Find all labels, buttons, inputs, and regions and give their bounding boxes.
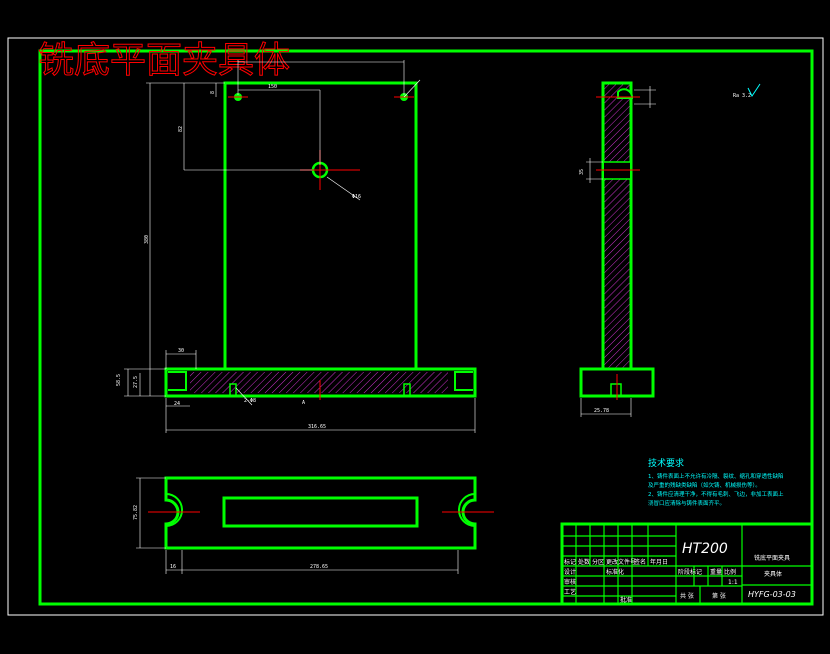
tb-material: HT200 [682, 541, 728, 557]
side-dimension-lines [580, 86, 656, 417]
dim-front-holes: 2-Φ8 [244, 398, 256, 404]
tb-sheet-no: 第 张 [712, 592, 726, 600]
tb-row-label-6: 年月日 [650, 558, 668, 566]
top-left-ear [165, 493, 183, 527]
dim-front-width: 316.65 [308, 424, 326, 430]
drawing-border [38, 49, 814, 606]
title-block: 标记 处数 分区 更改文件号 签名 年月日 设计 标准化 阶段标记 重量 比例 … [560, 522, 814, 606]
tb-weight-label: 重量 [710, 568, 722, 576]
top-right-ear [458, 493, 476, 527]
notes-line-4: 浇冒口应清除与铸件表面齐平。 [648, 499, 725, 507]
notes-line-2: 及严重的残缺类缺陷（如欠铸、机械损伤等）。 [648, 481, 761, 489]
dim-side-width: 25.78 [594, 408, 609, 414]
dim-front-center-hole: Φ16 [352, 194, 361, 200]
tb-row-label-3: 分区 [592, 558, 604, 566]
dim-top-height: 75.82 [133, 505, 139, 520]
dim-top-slot-length: 278.65 [310, 564, 328, 570]
notes-heading: 技术要求 [648, 457, 684, 469]
front-view: 316.65 24 30 58.5 27.5 2-Φ8 Φ16 380 82 8… [116, 60, 477, 433]
front-dimension-lines [124, 60, 476, 433]
front-left-slot [168, 371, 187, 391]
tb-stage-label: 阶段标记 [678, 568, 702, 576]
notes-line-1: 1、铸件表面上不允许有冷隔、裂纹、缩孔和穿透性缺陷 [648, 472, 784, 480]
roughness-symbol: Ra 3.2 [733, 93, 751, 99]
outer-frame [7, 37, 824, 616]
front-base-hatch [190, 372, 448, 393]
front-right-slot [454, 371, 473, 391]
roughness-check-icon [747, 83, 761, 97]
tb-standard-label: 标准化 [606, 568, 624, 576]
tb-process-label: 工艺 [564, 588, 576, 596]
dim-front-base-outer: 58.5 [116, 374, 122, 386]
dim-front-total-height: 380 [144, 235, 150, 244]
tb-design-label: 设计 [564, 568, 576, 576]
tb-scale-value: 1:1 [728, 579, 738, 586]
dim-front-slot-width: 30 [178, 348, 184, 354]
tb-row-label-5: 签名 [634, 558, 646, 566]
section-mark-a: A [302, 400, 305, 406]
tb-review-label: 审核 [564, 578, 576, 586]
top-outline [164, 476, 477, 550]
dim-front-base-inner: 27.5 [133, 376, 139, 388]
front-plate [223, 81, 418, 371]
notes-line-3: 2、铸件应清理干净，不得有毛刺、飞边，非加工表面上 [648, 490, 784, 498]
dim-top-slot-offset: 16 [170, 564, 176, 570]
front-pin-hole-right [403, 383, 411, 396]
dim-front-left-offset: 24 [174, 401, 180, 407]
tb-row-label-2: 处数 [578, 558, 590, 566]
tb-row-label-1: 标记 [564, 558, 576, 566]
side-plate [601, 81, 633, 371]
dim-front-top-offset: 8 [210, 91, 216, 94]
tb-drawing-no: HYFG-03-03 [748, 590, 796, 599]
dim-front-hole-dist-v: 82 [178, 126, 184, 132]
tb-sheet-total: 共 张 [680, 592, 694, 600]
dim-side-hole-dist: 35 [579, 169, 585, 175]
top-view: 75.82 16 278.65 [133, 476, 494, 574]
dim-front-hole-dist-h: 150 [268, 84, 277, 90]
tb-scale-label: 比例 [724, 568, 736, 576]
title-block-frame [560, 522, 814, 606]
side-view: 25.78 35 Ra 3.2 [579, 81, 761, 417]
tb-row-label-4: 更改文件号 [606, 558, 636, 566]
top-dimension-lines [136, 477, 459, 574]
tb-approve-label: 批准 [620, 596, 632, 604]
top-slot [222, 496, 419, 528]
tb-part-name-1: 铣底平面夹具 [754, 554, 790, 562]
tb-part-name-2: 夹具体 [764, 570, 782, 578]
side-top-hole [617, 88, 634, 99]
drawing-title: 铣底平面夹具体 [38, 40, 290, 81]
front-pin-hole-left [229, 383, 237, 396]
side-base-slot [610, 383, 622, 396]
technical-notes: 技术要求 1、铸件表面上不允许有冷隔、裂纹、缩孔和穿透性缺陷 及严重的残缺类缺陷… [648, 457, 784, 507]
